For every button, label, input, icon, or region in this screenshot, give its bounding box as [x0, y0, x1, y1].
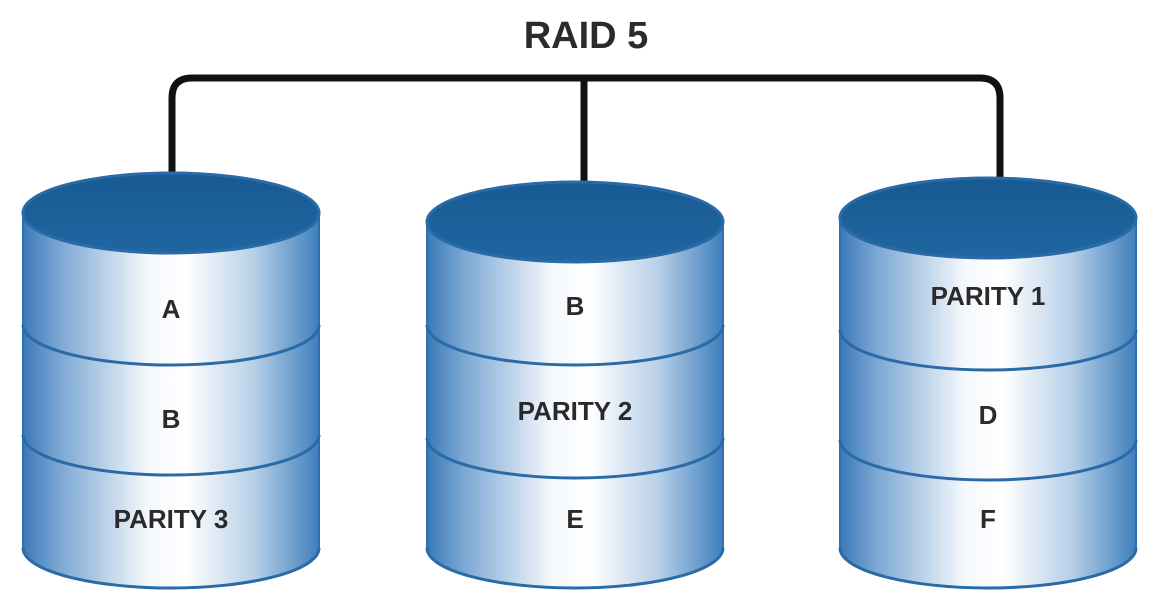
segment-edge: [425, 324, 725, 367]
disks-layer: A B PARITY 3 B PARITY 2 E PARITY 1 D F: [21, 171, 1138, 590]
segment-edge: [425, 437, 725, 480]
segment-label: A: [162, 294, 181, 324]
disk-2: B PARITY 2 E: [425, 180, 725, 590]
disk-top: [21, 171, 321, 255]
disk-3: PARITY 1 D F: [838, 176, 1138, 590]
segment-edge: [425, 547, 725, 590]
segment-edge: [21, 324, 321, 367]
segment-label: F: [980, 504, 996, 534]
disk-top: [425, 180, 725, 264]
segment-label: B: [162, 404, 181, 434]
segment-label: PARITY 3: [114, 504, 229, 534]
segment-edge: [21, 547, 321, 590]
segment-edge: [838, 547, 1138, 590]
segment-label: PARITY 1: [931, 281, 1046, 311]
segment-label: B: [566, 291, 585, 321]
segment-edge: [21, 434, 321, 477]
segment-label: E: [566, 504, 583, 534]
segment-label: PARITY 2: [518, 396, 633, 426]
diagram-title: RAID 5: [524, 15, 649, 57]
segment-label: D: [979, 400, 998, 430]
disk-1: A B PARITY 3: [21, 171, 321, 590]
disk-top: [838, 176, 1138, 260]
segment-edge: [838, 439, 1138, 482]
segment-edge: [838, 329, 1138, 372]
